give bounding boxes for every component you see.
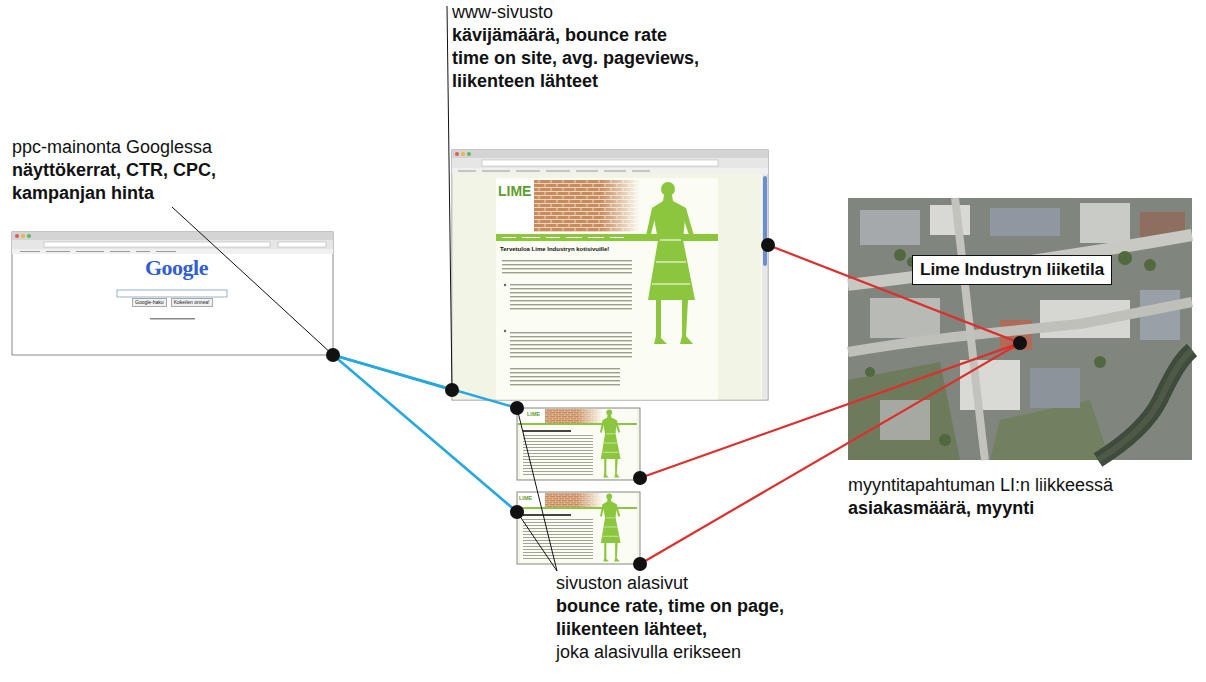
text-slot: asiakasmäärä, myynti [848, 497, 1192, 520]
map-frame: myyntitapahtuman LI:n liikkeessäasiakasm… [848, 198, 1192, 460]
text-slot: kävijämäärä, bounce rate time on site, a… [452, 24, 704, 93]
logo-text: LIME [519, 495, 532, 502]
screenshot-frame: ppc-mainonta Googlessanäyttökerrat, CTR,… [12, 232, 333, 355]
connector-line [768, 245, 1020, 343]
connector-line [333, 355, 517, 408]
connector-line [640, 343, 1020, 478]
metric-list: näyttökerrat, CTR, CPC, kampanjan hinta [12, 159, 262, 205]
junction-dot [445, 383, 459, 397]
junction-dot [633, 471, 647, 485]
node-caption: myyntitapahtuman LI:n liikkeessä [848, 474, 1192, 497]
connector-line [640, 343, 1020, 564]
connector-line [333, 355, 517, 512]
screenshot-frame: LIME [517, 492, 640, 564]
text-slot: sivuston alasivut [556, 572, 856, 595]
group-heading: sivuston alasivut [556, 572, 856, 595]
junction-dot [510, 401, 524, 415]
text-slot: myyntitapahtuman LI:n liikkeessä [848, 474, 1192, 497]
aerial-map [848, 198, 1192, 460]
text-slot: LIME [498, 183, 531, 199]
leader-line [172, 207, 333, 355]
subpage-screenshot [517, 408, 640, 480]
junction-dot [510, 505, 524, 519]
note-text: joka alasivulla erikseen [556, 641, 856, 664]
text-slot: www-sivusto [452, 1, 752, 24]
website-screenshot [452, 150, 768, 400]
text-slot: LIME [519, 495, 532, 502]
text-slot: Google [145, 256, 208, 280]
text-slot: joka alasivulla erikseen [556, 641, 856, 664]
text-slot: näyttökerrat, CTR, CPC, kampanjan hinta [12, 159, 262, 205]
google-screenshot [12, 232, 333, 355]
junction-dot [326, 348, 340, 362]
text-slot: LIME [527, 411, 540, 418]
metric-list: bounce rate, time on page, liikenteen lä… [556, 595, 816, 641]
location-box: Lime Industryn liiketila [912, 255, 1112, 285]
metric-list: kävijämäärä, bounce rate time on site, a… [452, 24, 704, 93]
screenshot-frame: www-sivustokävijämäärä, bounce rate time… [452, 150, 768, 400]
junction-dot [633, 557, 647, 571]
button-label: Google-haku [132, 298, 167, 307]
text-slot: Kokeilen onnea! [171, 298, 213, 307]
text-slot: ppc-mainonta Googlessa [12, 136, 272, 159]
logo-text: LIME [498, 183, 531, 199]
junction-dot [1013, 336, 1027, 350]
metric-list: asiakasmäärä, myynti [848, 497, 1192, 520]
leader-line [517, 512, 557, 571]
leader-line [447, 6, 452, 390]
page-heading: Tervetuloa Lime Industryn kotisivuille! [500, 245, 609, 253]
text-slot: bounce rate, time on page, liikenteen lä… [556, 595, 816, 641]
subpage-screenshot [517, 492, 640, 564]
location-name: Lime Industryn liiketila [920, 259, 1104, 281]
screenshot-frame: LIME [517, 408, 640, 480]
junction-dot [761, 238, 775, 252]
node-heading: ppc-mainonta Googlessa [12, 136, 272, 159]
logo-text: LIME [527, 411, 540, 418]
text-slot: Google-haku [132, 298, 167, 307]
text-slot: Tervetuloa Lime Industryn kotisivuille! [500, 245, 609, 253]
leader-line [517, 408, 557, 571]
logo-text: Google [145, 256, 208, 280]
node-heading: www-sivusto [452, 1, 752, 24]
button-label: Kokeilen onnea! [171, 298, 213, 307]
connector-line [333, 355, 452, 390]
